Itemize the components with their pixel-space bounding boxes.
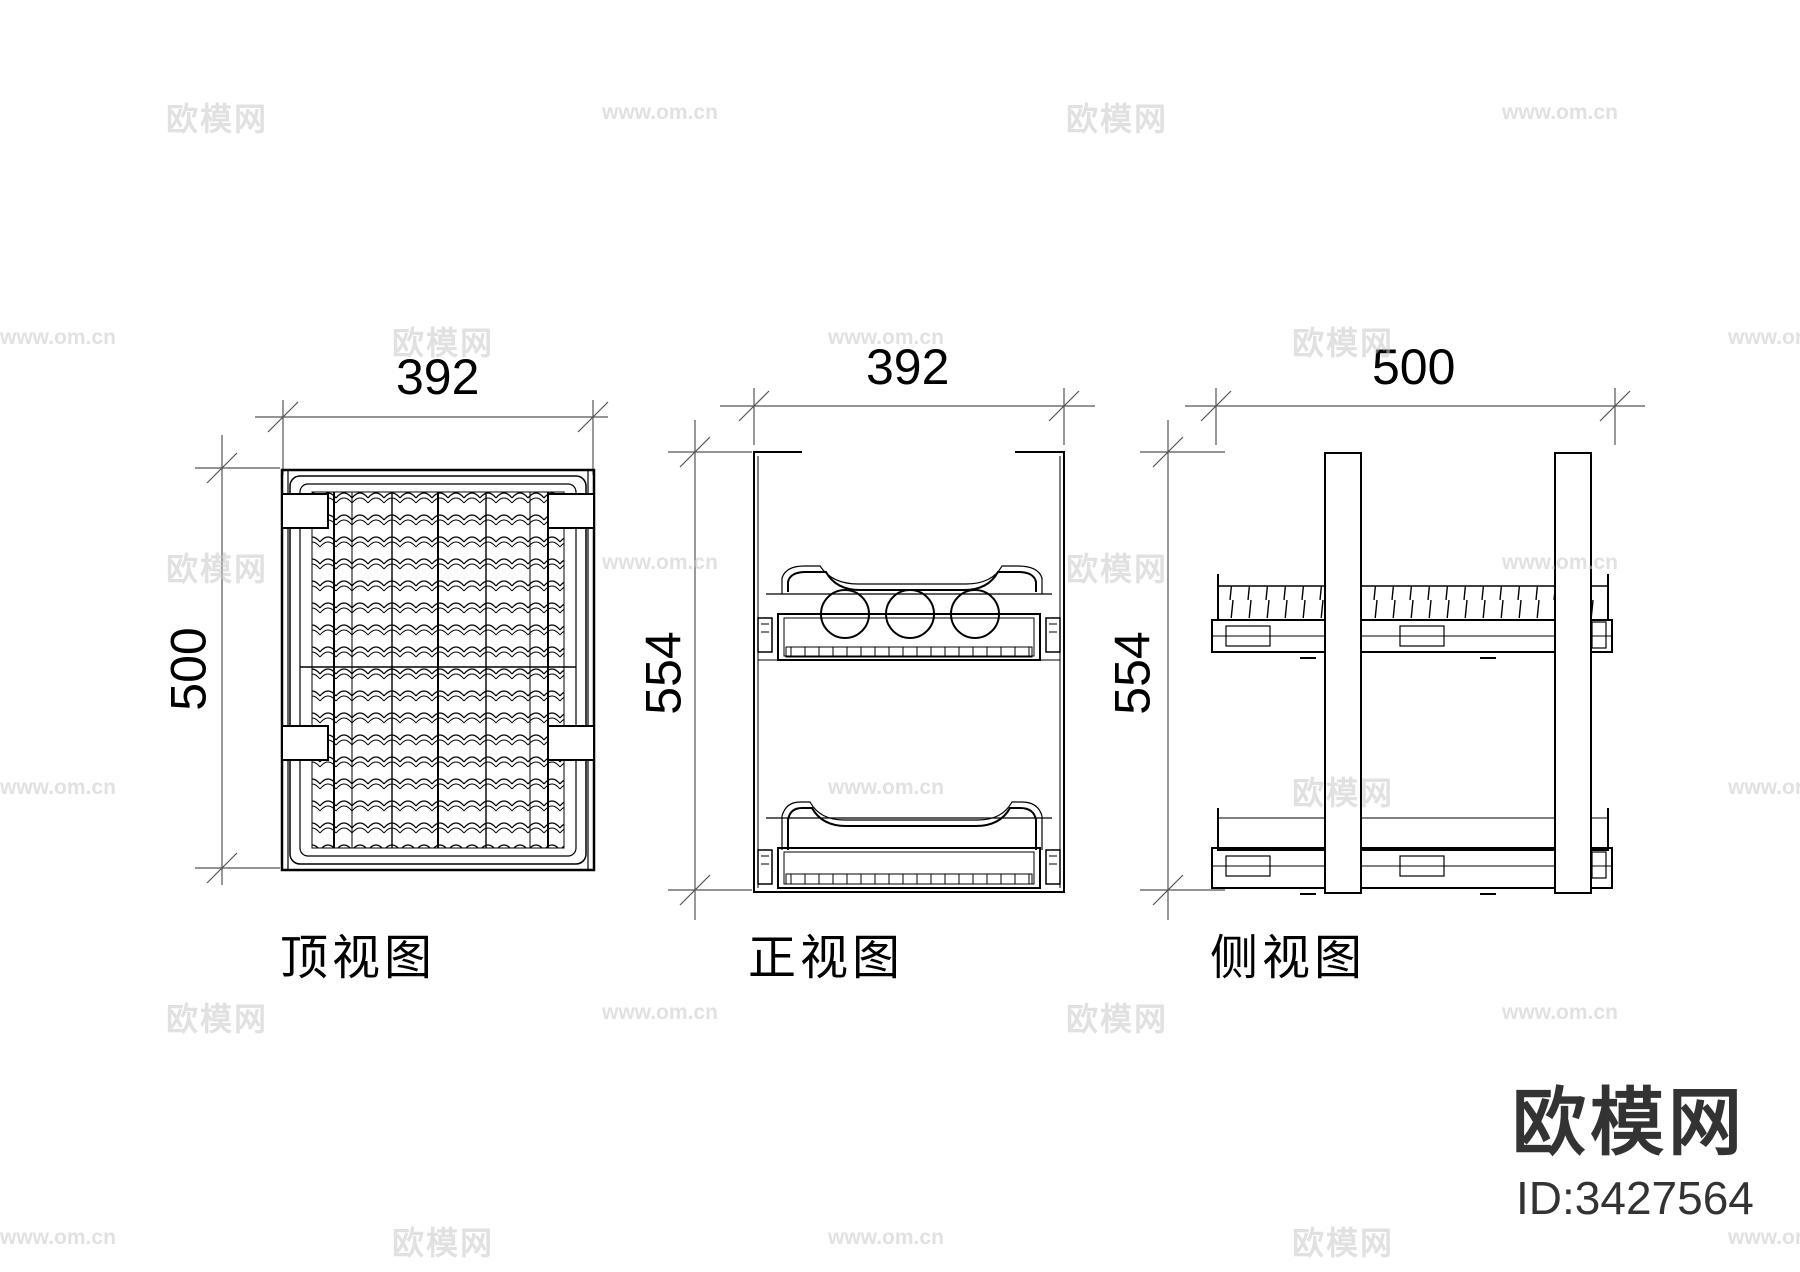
side-lower-shelf	[1211, 808, 1613, 895]
side-upper-shelf	[1211, 574, 1613, 659]
front-lower-basket	[757, 801, 1061, 889]
side-view-width-label: 500	[1372, 339, 1456, 395]
side-view-height-dimension	[1140, 420, 1225, 920]
top-view-width-label: 392	[396, 349, 480, 405]
top-view-width-dimension	[255, 400, 609, 475]
side-view-drawing	[1140, 388, 1645, 920]
front-view-height-label: 554	[635, 631, 692, 715]
top-view-depth-dimension	[195, 435, 280, 885]
model-id-label: ID:3427564	[1516, 1172, 1754, 1224]
side-view-caption: 侧视图	[1210, 930, 1367, 986]
front-view-drawing	[668, 388, 1095, 920]
front-view-width-dimension	[720, 388, 1095, 445]
front-view-caption: 正视图	[748, 930, 905, 986]
brand-logo-text: 欧模网	[1512, 1080, 1746, 1166]
front-view-width-label: 392	[866, 339, 950, 395]
side-view-width-dimension	[1185, 388, 1645, 445]
top-view-drawing	[195, 400, 609, 885]
front-view-height-dimension	[668, 420, 752, 920]
top-view-caption: 顶视图	[280, 930, 437, 986]
side-view-height-label: 554	[1104, 631, 1161, 715]
front-upper-basket	[757, 565, 1061, 661]
top-view-depth-label: 500	[160, 627, 217, 711]
